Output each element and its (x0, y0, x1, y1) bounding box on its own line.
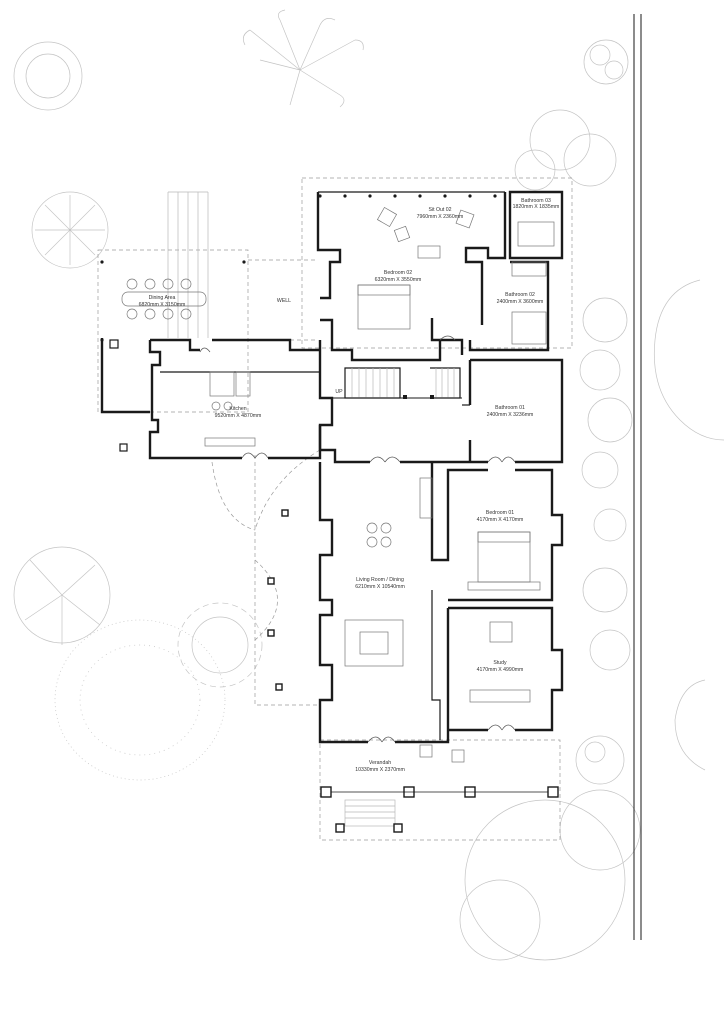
room-dims-living: 6210mm X 10540mm (355, 584, 405, 590)
room-name-study: Study (493, 660, 507, 666)
room-dims-bathroom02: 2400mm X 3600mm (497, 299, 544, 305)
room-name-living: Living Room / Dining (356, 577, 404, 583)
room-name-bedroom01: Bedroom 01 (486, 510, 514, 516)
room-dims-verandah: 10330mm X 2370mm (355, 767, 405, 773)
posts (100, 194, 497, 691)
walls (100, 190, 564, 744)
room-name-kitchen: Kitchen (229, 406, 246, 412)
landscape (13, 9, 724, 961)
room-dims-kitchen: 9520mm X 4870mm (215, 413, 262, 419)
stair-up-label: UP (335, 389, 343, 395)
tree-right-upper-icon (514, 109, 617, 191)
verandah-posts (320, 786, 559, 833)
room-dims-sitout02: 7960mm X 2360mm (417, 214, 464, 220)
room-name-bathroom02: Bathroom 02 (505, 292, 535, 298)
tree-top-left-icon (13, 41, 83, 111)
room-name-verandah: Verandah (369, 760, 391, 766)
room-name-dining: Dining Area (149, 295, 176, 301)
furniture (109, 206, 555, 763)
tree-top-center-icon (243, 9, 364, 108)
ground-cover-left-icon (54, 619, 226, 781)
room-dims-bedroom02: 6320mm X 3550mm (375, 277, 422, 283)
well-label: WELL (277, 298, 291, 304)
tree-far-right-icon (654, 279, 724, 771)
shrub-right-lower-icon (575, 735, 625, 785)
site-outline (97, 177, 573, 841)
room-dims-bathroom03: 1820mm X 1835mm (513, 204, 560, 210)
shrub-top-right-icon (583, 39, 629, 85)
tree-bottom-right-icon (459, 789, 641, 961)
room-dims-bedroom01: 4170mm X 4170mm (477, 517, 524, 523)
room-labels: Sit Out 02 7960mm X 2360mm Bathroom 03 1… (139, 198, 560, 773)
shrub-right-column-icon (579, 297, 633, 671)
room-name-bathroom01: Bathroom 01 (495, 405, 525, 411)
tree-ring-left-icon (177, 602, 263, 688)
doors (199, 335, 516, 743)
pergola-lines (167, 191, 209, 338)
room-dims-dining: 6820mm X 3150mm (139, 302, 186, 308)
tree-left-small-icon (31, 191, 109, 269)
room-name-sitout02: Sit Out 02 (428, 207, 451, 213)
tree-left-large-icon (13, 546, 111, 645)
room-dims-bathroom01: 2400mm X 3236mm (487, 412, 534, 418)
road-edge (633, 14, 642, 940)
room-name-bathroom03: Bathroom 03 (521, 198, 551, 204)
room-name-bedroom02: Bedroom 02 (384, 270, 412, 276)
room-dims-study: 4170mm X 4990mm (477, 667, 524, 673)
